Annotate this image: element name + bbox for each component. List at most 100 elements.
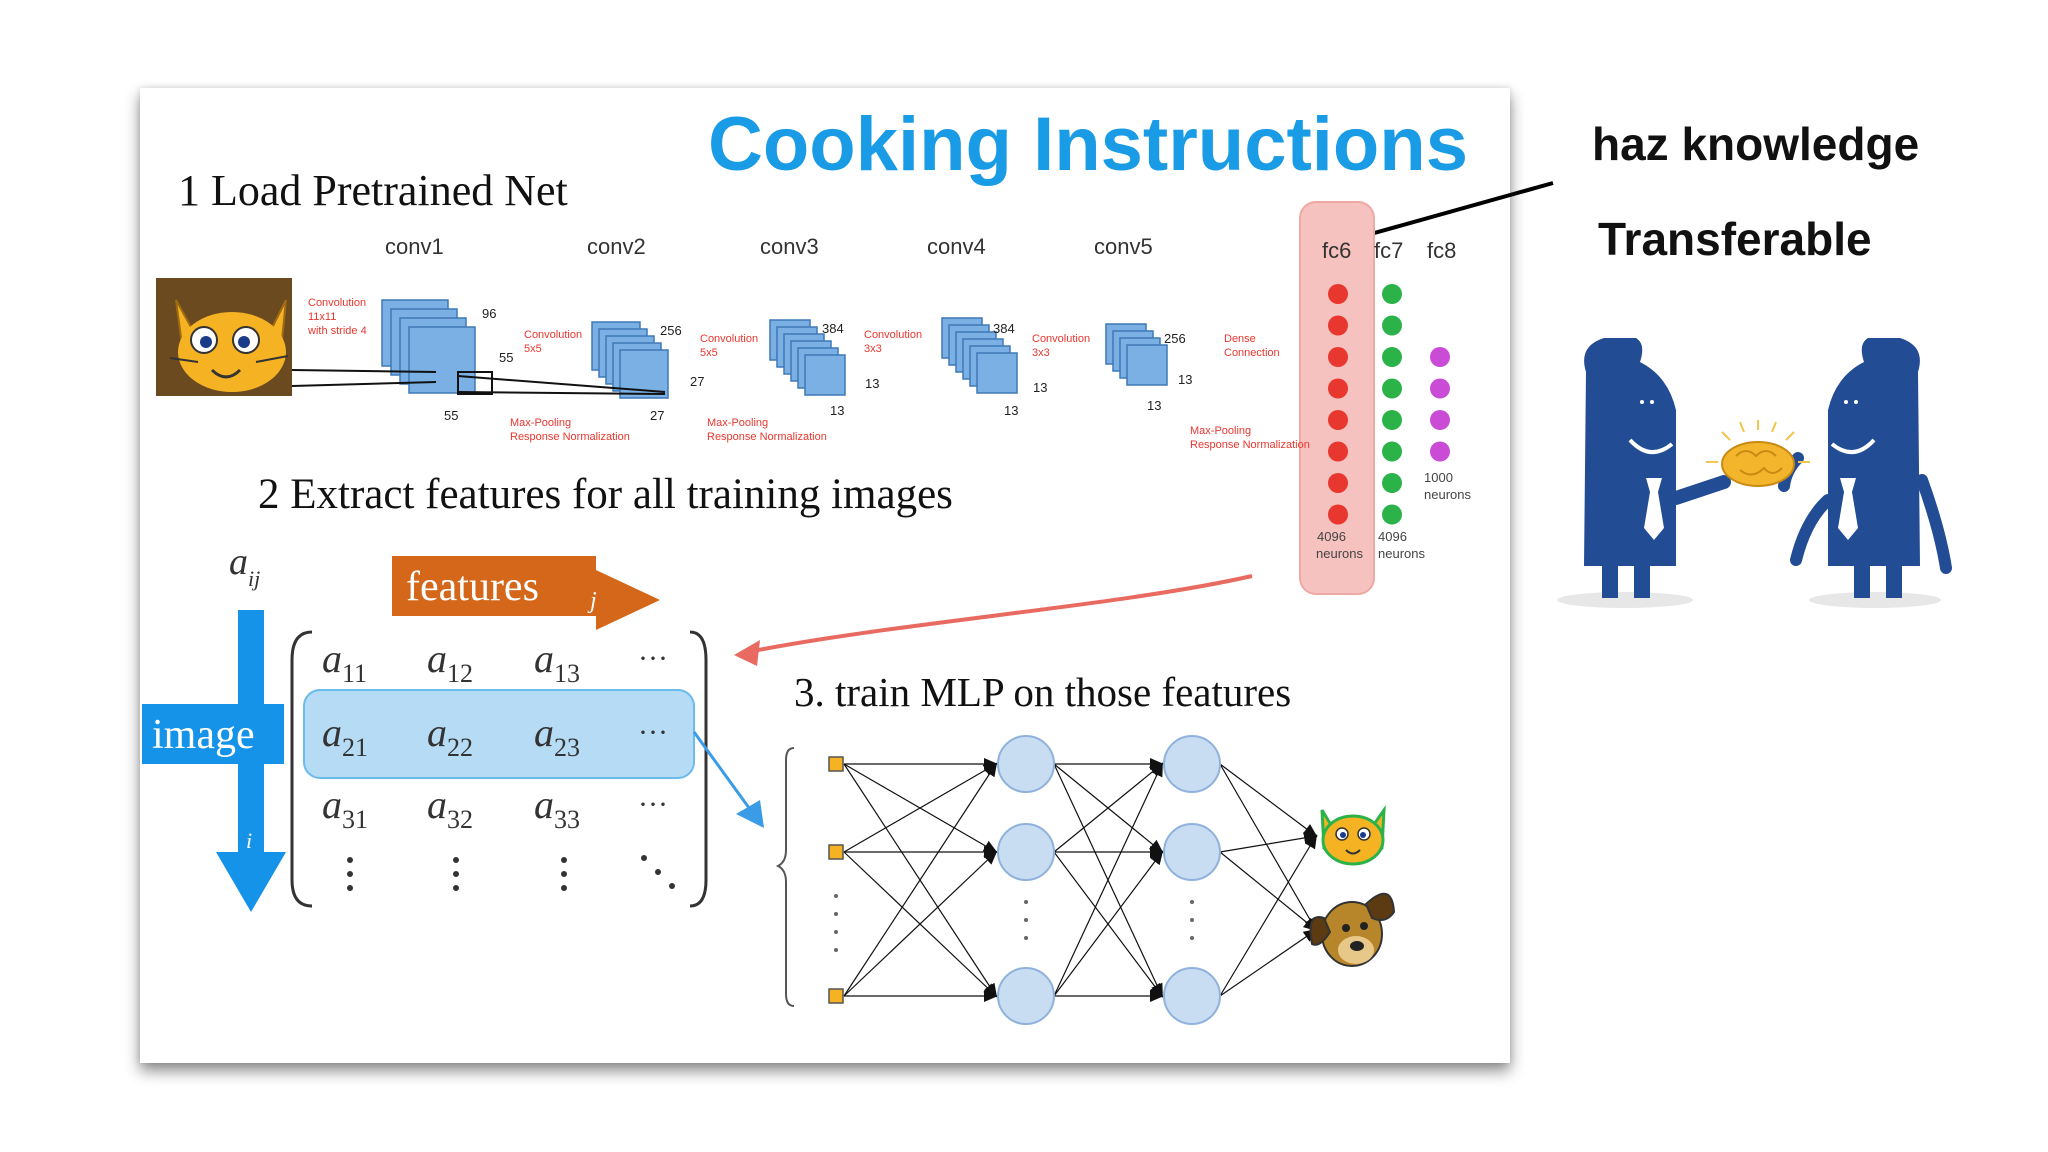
feature-map <box>1126 344 1168 386</box>
feature-extraction-arrow <box>734 574 1253 666</box>
mlp-dots <box>834 894 1194 952</box>
svg-text:Convolution: Convolution <box>308 297 366 309</box>
dim-label: 384 <box>822 321 844 336</box>
fc8-neuron <box>1430 347 1450 367</box>
matrix-right-bracket <box>689 630 708 908</box>
mlp-edge <box>1053 762 1163 997</box>
dim-label: 27 <box>650 408 664 423</box>
connector-line <box>291 369 437 373</box>
matrix-cell: a23 <box>534 710 580 762</box>
dense-op-label: Dense Connection <box>1224 333 1280 359</box>
fc6-size-label: 4096 <box>1317 529 1346 544</box>
fc8-neuron <box>1430 378 1450 399</box>
svg-text:Dense: Dense <box>1224 333 1256 345</box>
fc8-unit-label: neurons <box>1424 487 1471 502</box>
matrix-cell: a31 <box>322 782 368 834</box>
conv5-op-label: Convolution 3x3 <box>1032 333 1090 359</box>
mlp-edge <box>1219 763 1318 932</box>
fc6-neuron <box>1328 410 1348 430</box>
svg-text:Max-Pooling: Max-Pooling <box>707 417 768 429</box>
dim-label: 55 <box>499 350 513 365</box>
svg-text:3x3: 3x3 <box>1032 347 1050 359</box>
conv2-op-label: Convolution 5x5 <box>524 329 582 355</box>
mlp-edge <box>843 850 998 997</box>
dim-label: 256 <box>660 323 682 338</box>
dim-label: 13 <box>830 403 844 418</box>
svg-text:with stride 4: with stride 4 <box>307 325 367 337</box>
svg-text:Convolution: Convolution <box>524 329 582 341</box>
fc7-size-label: 4096 <box>1378 529 1407 544</box>
mlp-hidden-node <box>1163 967 1221 1025</box>
dim-label: 13 <box>1004 403 1018 418</box>
dim-label: 384 <box>993 321 1015 336</box>
mlp-edge <box>1053 850 1164 997</box>
layer-label-conv3: conv3 <box>760 234 819 259</box>
matrix-cell: a21 <box>322 710 368 762</box>
matrix-diagonal-dots <box>641 855 675 889</box>
pointer-arrow <box>1358 181 1554 240</box>
row-to-mlp-arrow <box>692 731 764 828</box>
fc7-neuron <box>1382 504 1402 525</box>
feature-matrix: aij features j image i a11 a12 a13 ··· a… <box>142 541 764 912</box>
mlp-edge <box>1053 762 1164 853</box>
dim-label: 96 <box>482 306 496 321</box>
svg-text:5x5: 5x5 <box>524 343 542 355</box>
features-label: features <box>406 564 539 610</box>
matrix-cell: a32 <box>427 782 473 834</box>
fc6-neuron <box>1328 504 1348 525</box>
matrix-cell: a33 <box>534 782 580 834</box>
fc7-neuron <box>1382 347 1402 367</box>
dim-label: 13 <box>1147 398 1161 413</box>
dim-label: 55 <box>444 408 458 423</box>
fc8-size-label: 1000 <box>1424 470 1453 485</box>
matrix-vertical-dots <box>347 857 567 891</box>
dim-label: 13 <box>1033 380 1047 395</box>
fc6-unit-label: neurons <box>1316 546 1363 561</box>
matrix-ellipsis: ··· <box>638 716 668 749</box>
knowledge-transfer-illustration <box>1557 338 1952 608</box>
svg-text:Connection: Connection <box>1224 347 1280 359</box>
svg-text:3x3: 3x3 <box>864 343 882 355</box>
conv1-feature-maps <box>381 299 476 394</box>
features-arrow <box>392 556 660 630</box>
fc8-neuron <box>1430 410 1450 430</box>
conv1-op-label: Convolution 11x11 with stride 4 <box>307 297 367 337</box>
layer-label-conv5: conv5 <box>1094 234 1153 259</box>
fc6-neuron <box>1328 473 1348 493</box>
pool2-op-label: Max-Pooling Response Normalization <box>707 417 827 443</box>
svg-text:11x11: 11x11 <box>308 311 336 323</box>
slide-panel <box>140 88 1510 1063</box>
mlp-input-node <box>828 988 844 1004</box>
svg-text:Max-Pooling: Max-Pooling <box>510 417 571 429</box>
mlp-hidden-node <box>997 967 1055 1025</box>
image-label-box <box>142 704 284 764</box>
dim-label: 27 <box>690 374 704 389</box>
conv4-op-label: Convolution 3x3 <box>864 329 922 355</box>
svg-text:5x5: 5x5 <box>700 347 718 359</box>
image-index-label: i <box>246 828 252 853</box>
matrix-ellipsis: ··· <box>638 642 668 675</box>
matrix-ellipsis: ··· <box>638 788 668 821</box>
fc6-neuron <box>1328 441 1348 462</box>
fc7-neuron <box>1382 315 1402 336</box>
svg-text:Convolution: Convolution <box>1032 333 1090 345</box>
output-dog-icon <box>1309 892 1396 967</box>
output-cat-icon <box>1320 804 1386 866</box>
conv2-feature-maps <box>591 321 669 399</box>
matrix-cell: a13 <box>534 636 580 688</box>
layer-label-fc6: fc6 <box>1322 238 1351 263</box>
fc6-neuron <box>1328 315 1348 336</box>
layer-label-fc8: fc8 <box>1427 238 1456 263</box>
dim-label: 13 <box>1178 372 1192 387</box>
matrix-index-label: aij <box>229 541 260 591</box>
svg-text:Max-Pooling: Max-Pooling <box>1190 425 1251 437</box>
mlp-edge <box>843 762 998 853</box>
fc7-neuron <box>1382 441 1402 462</box>
image-label: image <box>152 712 255 758</box>
connector-line <box>291 381 437 387</box>
conv3-feature-maps <box>769 319 846 396</box>
svg-text:Response Normalization: Response Normalization <box>707 431 827 443</box>
mlp-diagram <box>775 735 1396 1025</box>
mlp-hidden-node <box>1163 823 1221 881</box>
